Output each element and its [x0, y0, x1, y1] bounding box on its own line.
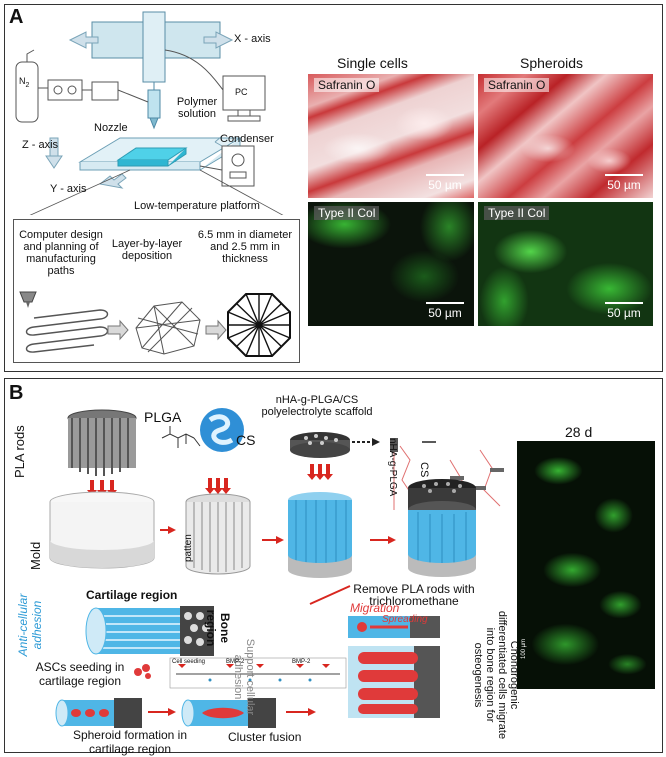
patten-label: patten [183, 534, 194, 562]
cartilage-bone-cylinder [85, 606, 214, 656]
migration-label: Migration [350, 601, 400, 615]
z-axis-label: Z - axis [22, 139, 59, 151]
scale-bar: 50 µm [605, 174, 643, 192]
micrograph-safranin-spheroids: Safranin O 50 µm [478, 74, 653, 198]
panel-b [4, 378, 663, 753]
plga-structure [161, 426, 201, 448]
bmp-label-2: BMP-2 [292, 659, 311, 665]
col-header-single-cells: Single cells [337, 55, 408, 71]
serpentine-path [25, 309, 109, 353]
lattice-layer [135, 301, 201, 355]
asc-cells [134, 664, 151, 679]
step-dimensions-label: 6.5 mm in diameter and 2.5 mm in thickne… [197, 229, 293, 265]
scale-bar: 50 µm [426, 302, 464, 320]
plga-label: PLGA [144, 409, 182, 425]
scale-bar: 50 µm [426, 174, 464, 192]
nozzle-label: Nozzle [94, 122, 128, 134]
octagon-scaffold [227, 293, 291, 357]
scaffold-disc [290, 432, 350, 458]
syringe [147, 89, 161, 119]
remove-label: Remove PLA rods with trichloromethane [353, 582, 475, 608]
mold-cylinder [49, 491, 155, 569]
mold-label: Mold [28, 541, 43, 570]
gantry-column [142, 11, 166, 83]
cs-swirl [200, 408, 244, 452]
col-header-spheroids: Spheroids [520, 55, 584, 71]
micrograph-day-28: 100 µm [517, 441, 655, 689]
gas-label: N2 [19, 76, 30, 89]
regulator-box [47, 79, 83, 101]
small-nozzle [19, 291, 37, 303]
bmp-label-1: BMP-2 [226, 659, 245, 665]
panel-a [4, 4, 663, 372]
y-axis-label: Y - axis [50, 183, 87, 195]
micrograph-col2-single: Type II Col 50 µm [308, 202, 474, 326]
platform-label: Low-temperature platform [134, 200, 260, 212]
support-label: Support cellular adhesion [232, 638, 256, 716]
scale-bar: 50 µm [605, 302, 643, 320]
remove-arrow [309, 585, 351, 605]
stain-label: Safranin O [484, 78, 550, 92]
stain-label: Type II Col [484, 206, 550, 220]
molecule-bars [450, 468, 504, 490]
step-arrow-1 [107, 319, 129, 341]
spreading-label: Spreading [382, 614, 428, 625]
step-arrow-2 [205, 319, 227, 341]
cartilage-region-label: Cartilage region [86, 588, 178, 602]
panel-a-letter: A [9, 6, 24, 28]
asc-seeding-label: ASCs seeding in cartilage region [35, 660, 125, 688]
spheroid-cylinder [55, 698, 142, 728]
scale-label-small: 100 µm [521, 638, 527, 659]
stain-label: Type II Col [314, 206, 380, 220]
panel-b-letter: B [9, 382, 24, 404]
final-scaffold [408, 479, 476, 577]
cluster-fusion-label: Cluster fusion [228, 730, 302, 744]
pla-rods-label: PLA rods [12, 425, 27, 478]
cs-label: CS [236, 432, 256, 448]
timeline-label: Cell seeding [172, 659, 206, 665]
micrograph-col2-spheroids: Type II Col 50 µm [478, 202, 653, 326]
culture-timeline [169, 657, 347, 689]
x-axis-label: X - axis [234, 33, 271, 45]
side-nha-label: nHA-g-PLGA [387, 438, 398, 497]
spheroid-formation-label: Spheroid formation in cartilage region [72, 728, 188, 756]
step-design-label: Computer design and planning of manufact… [19, 229, 103, 277]
x-axis-arrow-right [203, 31, 234, 49]
patten-cylinder [185, 493, 251, 575]
migration-panel [348, 616, 440, 718]
condenser-label: Condenser [220, 133, 274, 145]
y-axis-arrow [98, 173, 127, 189]
stain-label: Safranin O [314, 78, 380, 92]
micrograph-safranin-single: Safranin O 50 µm [308, 74, 474, 198]
side-cs-label: CS [418, 462, 430, 478]
cluster-cylinder [181, 698, 276, 728]
blue-cylinder [288, 492, 352, 578]
steps-illustration [19, 291, 291, 357]
x-axis-arrow-left [68, 31, 99, 49]
pc-label: PC [235, 87, 248, 97]
day-28-label: 28 d [565, 424, 593, 440]
controller-box [91, 81, 119, 101]
chondrogenic-label: Chondrogenic differentiated cells migrat… [472, 610, 520, 740]
printer-schematic [15, 11, 284, 215]
gas-tank [15, 61, 39, 123]
scaffold-label: nHA-g-PLGA/CS polyelectrolyte scaffold [261, 394, 373, 418]
manufacturing-steps-box [13, 219, 300, 363]
pla-rods-bundle [67, 409, 137, 476]
anti-adhesion-label: Anti-cellular adhesion [16, 593, 44, 657]
nozzle-tip [149, 117, 159, 130]
down-arrows-2 [205, 478, 231, 494]
step-deposition-label: Layer-by-layer deposition [111, 238, 183, 262]
polymer-solution-label: Polymer solution [176, 96, 218, 120]
fabrication-schematic [49, 408, 504, 728]
down-arrows-3 [307, 464, 333, 480]
bone-region-label: Bone region [204, 609, 232, 647]
z-axis-arrow [45, 137, 63, 169]
